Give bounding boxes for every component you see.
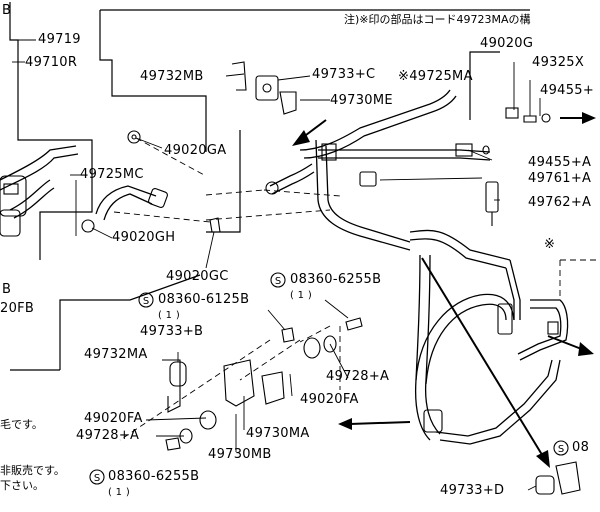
label-bolt-6255b-top-qty: ( 1 ) (290, 290, 313, 301)
label-49020fa-right: 49020FA (300, 392, 359, 407)
label-49762a: 49762+A (528, 195, 592, 210)
note-left-3: 下さい。 (0, 479, 44, 492)
components (0, 61, 581, 495)
label-49020ga: 49020GA (164, 143, 227, 158)
label-49719: 49719 (38, 32, 81, 47)
label-bolt-6255b-bottom: 08360-6255B (108, 469, 200, 484)
label-49710r: 49710R (25, 55, 78, 70)
label-49725mc: 49725MC (80, 167, 144, 182)
label-49730mb: 49730MB (208, 447, 272, 462)
label-49732mb: 49732MB (140, 69, 204, 84)
label-bolt-6125b: 08360-6125B (158, 292, 250, 307)
bolt-symbols (89, 272, 569, 485)
svg-text:S: S (143, 296, 149, 307)
label-49020g: 49020G (480, 36, 534, 51)
label-49455a: 49455+A (528, 155, 592, 170)
note-left-2: 非販売です。 (0, 464, 65, 477)
label-49730me: 49730ME (330, 93, 393, 108)
label-49733d: 49733+D (440, 483, 505, 498)
label-bolt-08-right: 08 (572, 440, 590, 455)
label-49325x: 49325X (532, 55, 585, 70)
svg-text:S: S (94, 473, 100, 484)
label-49730ma: 49730MA (246, 426, 310, 441)
label-49761a: 49761+A (528, 171, 592, 186)
callout-frame-lines (9, 2, 530, 371)
svg-text:S: S (275, 276, 281, 287)
label-49020gh: 49020GH (112, 230, 176, 245)
label-bolt-6255b-top: 08360-6255B (290, 272, 382, 287)
star-mark: ※ (544, 237, 556, 252)
svg-text:S: S (558, 444, 564, 455)
label-bolt-6125b-qty: ( 1 ) (158, 310, 181, 321)
label-20fb-left: 20FB (0, 301, 35, 316)
note-left-1: 毛です。 (0, 418, 43, 431)
label-49728a-left: 49728+A (76, 428, 140, 443)
label-bolt-6255b-bottom-qty: ( 1 ) (108, 487, 131, 498)
label-49725ma: ※49725MA (398, 69, 473, 84)
label-49733b: 49733+B (140, 324, 204, 339)
label-49020gc: 49020GC (166, 269, 229, 284)
leader-lines (12, 39, 541, 491)
label-b-top: B (2, 3, 12, 18)
label-b-left: B (2, 282, 12, 297)
label-49733c: 49733+C (312, 67, 376, 82)
label-49455: 49455+ (540, 83, 595, 98)
bolt-symbol-letters: S S S S (94, 276, 564, 484)
note-top: 注)※印の部品はコード49723MAの構 (344, 13, 531, 26)
label-49732ma: 49732MA (84, 347, 148, 362)
label-49020fa-left: 49020FA (84, 411, 143, 426)
label-49728a-right: 49728+A (326, 369, 390, 384)
direction-arrows[interactable] (292, 112, 596, 468)
